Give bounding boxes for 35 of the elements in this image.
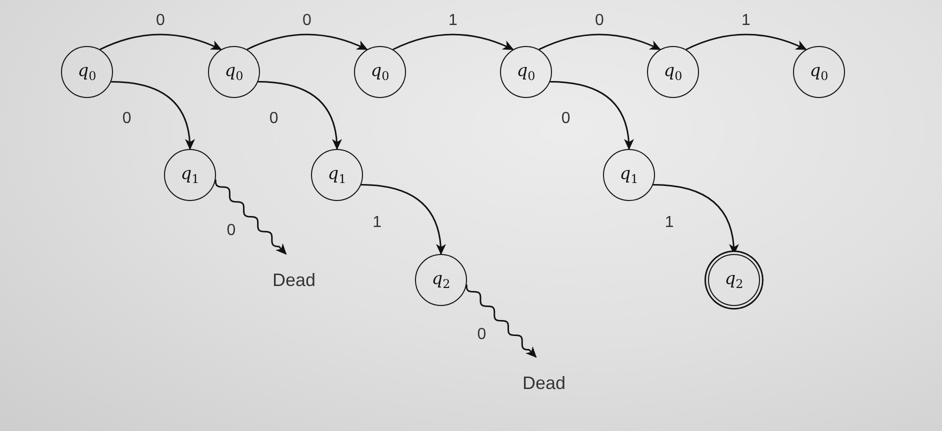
edge-label: 1 (448, 12, 458, 30)
edge-label: 0 (302, 12, 312, 30)
state-circle: q$_{0}$ (647, 46, 699, 98)
edge-label: 0 (156, 12, 165, 30)
edge-label: 0 (122, 110, 132, 128)
state-circle: q$_{1}$ (603, 149, 655, 201)
transition-arrow (246, 34, 368, 50)
edge-label: 0 (561, 110, 570, 128)
transition-arrow (111, 81, 194, 150)
state-circle: q$_{0}$ (208, 46, 260, 98)
transition-arrow (538, 34, 661, 50)
state-circle: q$_{1}$ (311, 149, 363, 201)
edge-label: 0 (477, 326, 486, 344)
state-circle: q$_{2}$ (415, 254, 467, 306)
edge-label: 0 (269, 110, 278, 128)
state-circle: q$_{0}$ (61, 46, 113, 98)
state-circle: q$_{1}$ (164, 149, 216, 201)
transition-arrow (361, 184, 446, 255)
wavy-arrow (466, 284, 537, 358)
state-label: Dead (516, 371, 572, 395)
transition-arrow (392, 34, 514, 50)
state-circle: q$_{0}$ (354, 46, 406, 98)
state-circle: q$_{0}$ (793, 46, 845, 98)
state-label: Dead (266, 268, 322, 292)
transition-arrow (686, 34, 807, 50)
state-circle: q$_{0}$ (500, 46, 552, 98)
edge-label: 1 (372, 214, 382, 232)
edge-label: 0 (595, 12, 604, 30)
transition-arrow (100, 34, 222, 50)
edge-label: 0 (226, 222, 236, 240)
wavy-arrow (214, 180, 287, 255)
transition-arrow (258, 81, 342, 150)
edge-label: 1 (742, 12, 750, 30)
edge-label: 1 (664, 214, 674, 232)
transition-arrow (550, 81, 634, 150)
